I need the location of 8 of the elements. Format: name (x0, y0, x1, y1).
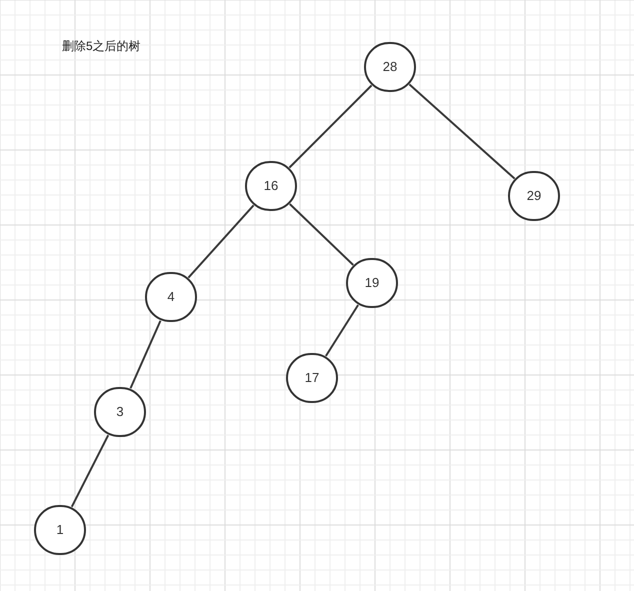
connector-line (408, 84, 516, 180)
connector-line (188, 204, 254, 278)
connector-line (130, 320, 162, 389)
connector-line (325, 304, 359, 357)
connector-line (70, 434, 110, 508)
connector-line (289, 203, 354, 266)
connector-line (288, 84, 372, 168)
diagram-title: 删除5之后的树 (62, 38, 141, 55)
